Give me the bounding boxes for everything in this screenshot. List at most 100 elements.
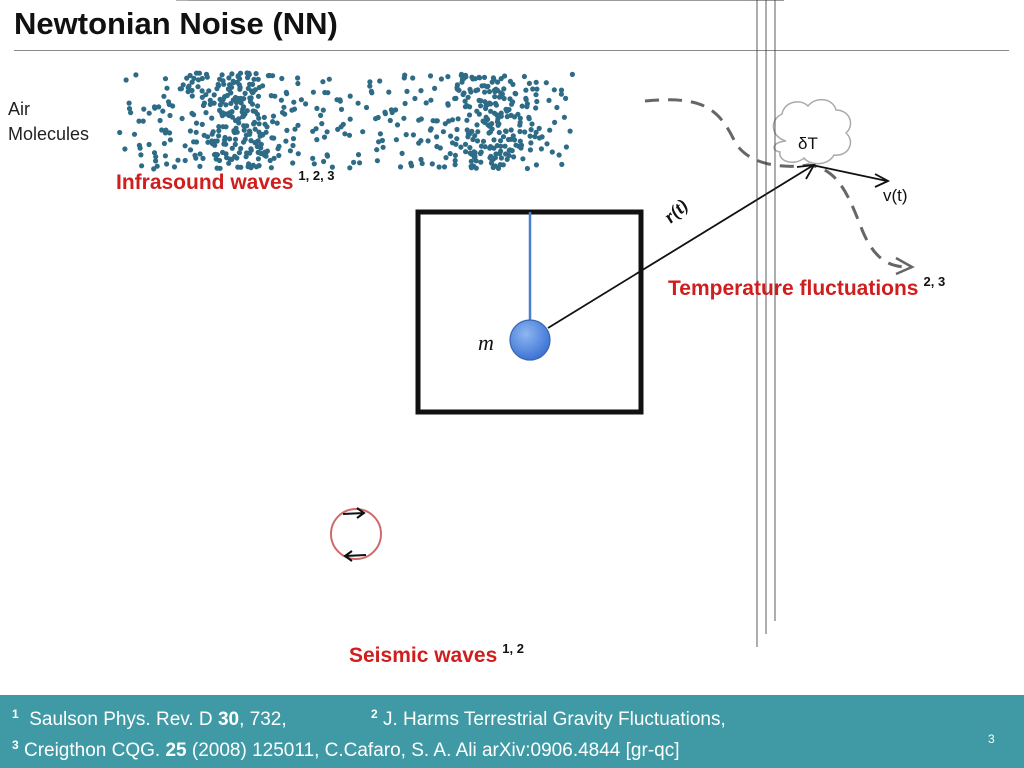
air-molecule-dot [527,133,533,139]
air-molecule-dot [195,84,201,90]
air-molecule-dot [456,87,462,93]
air-molecule-dot [146,141,152,148]
air-molecule-dot [295,122,301,128]
air-molecule-dot [224,92,230,99]
air-molecule-dot [260,132,266,138]
infrasound-label: Infrasound waves [116,171,294,194]
air-molecule-dot [123,77,129,83]
air-molecule-dot [547,127,553,133]
air-molecule-dot [475,87,481,93]
air-molecule-dot [452,95,458,102]
air-molecule-dot [160,108,166,114]
air-molecule-dot [533,105,539,111]
air-molecule-dot [512,90,518,96]
air-molecule-dot [238,95,244,101]
air-molecule-dot [448,133,454,139]
air-molecule-dot [228,100,234,106]
air-molecule-dot [236,120,242,126]
air-molecule-dot [482,89,488,95]
air-molecule-dot [199,94,205,100]
air-molecule-dot [284,127,290,133]
air-molecule-dot [402,100,408,107]
air-molecule-dot [438,76,444,82]
infrasound-refs: 1, 2, 3 [298,168,335,183]
air-molecule-dot [229,114,235,120]
air-molecule-dot [386,89,392,95]
air-molecule-dot [271,155,277,161]
air-molecule-dot [498,155,504,161]
air-molecule-dot [206,88,212,94]
air-molecule-dot [244,150,250,156]
air-molecule-dot [175,157,181,163]
air-molecule-dot [490,164,496,171]
air-molecule-dot [434,134,440,140]
air-molecule-dot [237,86,243,92]
air-molecule-dot [310,155,316,161]
air-molecule-dot [529,121,535,127]
air-molecule-dot [355,100,361,106]
air-molecule-dot [500,162,506,168]
air-molecule-dot [472,150,478,156]
air-molecule-dot [247,131,253,137]
air-molecule-dot [536,125,542,131]
air-molecule-dot [264,124,270,130]
air-molecule-dot [141,106,147,112]
air-molecule-dot [139,163,145,169]
air-molecule-dot [193,129,199,135]
air-molecule-dot [418,116,424,122]
air-molecule-dot [270,73,276,79]
air-molecule-dot [496,129,502,136]
air-molecule-dot [203,71,210,77]
air-molecule-dot [214,165,220,171]
particle-motion-circle [330,508,382,560]
air-molecule-dot [230,78,236,84]
air-molecule-dot [162,76,169,82]
air-molecule-dot [340,121,346,127]
air-molecule-dot [289,107,295,113]
air-molecule-dot [511,154,517,160]
air-molecule-dot [520,156,526,162]
air-molecule-dot [211,100,217,106]
air-molecule-dot [138,152,144,158]
air-molecule-dot [442,121,448,127]
air-molecule-dot [533,162,540,168]
air-molecule-dot [463,149,469,155]
air-molecule-dot [487,129,493,135]
air-molecule-dot [209,115,215,121]
air-molecule-dot [191,75,197,81]
air-molecule-dot [518,145,524,151]
air-molecule-dot [126,100,132,106]
air-molecule-dot [533,79,539,85]
air-molecule-dot [440,129,446,135]
air-molecule-dot [464,127,470,133]
air-molecule-dot [275,146,281,152]
air-molecule-dot [559,161,565,167]
air-molecule-dot [517,138,523,144]
air-molecule-dot [231,128,237,134]
air-molecule-dot [291,99,297,105]
air-molecule-dot [292,126,298,132]
air-molecule-dot [504,156,510,162]
air-molecule-dot [410,132,416,138]
air-molecule-dot [244,108,250,114]
air-molecule-dot [476,111,482,117]
air-molecule-dot [213,156,219,162]
air-molecule-dot [239,109,245,115]
air-molecule-dot [533,129,539,135]
seismic-label: Seismic waves [349,644,498,667]
air-molecule-dot [170,103,176,109]
air-molecule-dot [205,134,211,140]
reference-2-number: 2 [371,707,378,721]
air-molecule-dot [295,151,301,157]
air-molecule-dot [335,126,341,132]
air-molecule-dot [472,76,478,82]
air-molecule-dot [523,97,529,103]
air-molecule-dot [347,116,353,122]
air-molecule-dot [510,81,516,87]
delta-t-cloud [772,98,852,165]
air-molecule-dot [161,140,167,147]
air-molecule-dot [324,152,330,158]
air-molecule-dot [242,136,248,142]
air-molecule-dot [387,117,393,124]
